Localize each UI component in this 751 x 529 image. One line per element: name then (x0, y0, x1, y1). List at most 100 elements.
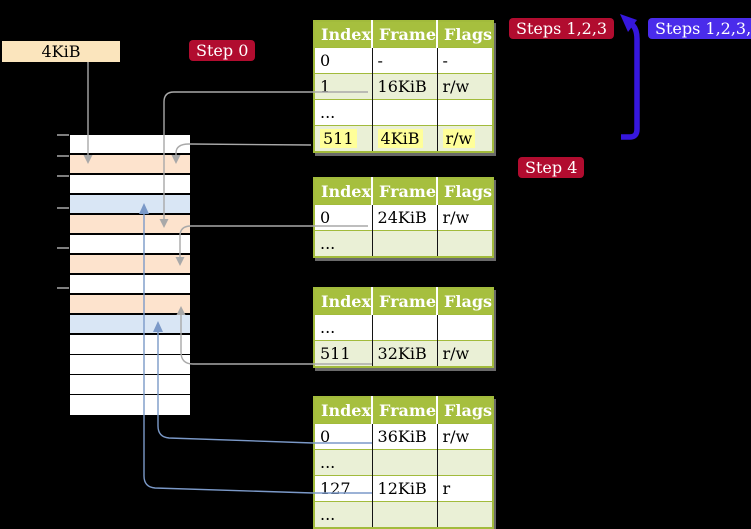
column-header-frame: Frame (372, 288, 439, 315)
tick-mark (57, 134, 69, 136)
table-cell: 1 (314, 73, 373, 100)
column-header-flags: Flags (437, 178, 494, 205)
table-row: ... (314, 501, 494, 528)
memory-frame-row (70, 335, 190, 355)
table-cell (437, 230, 494, 257)
table-cell: 24KiB (372, 204, 438, 231)
table-row: 511 4KiB r/w (314, 125, 494, 152)
table-cell: 511 (314, 340, 373, 367)
column-header-index: Index (314, 178, 374, 205)
tick-mark (57, 247, 69, 249)
memory-frame-row (70, 295, 190, 315)
table-cell (372, 449, 438, 476)
memory-frame-row (70, 175, 190, 195)
table-cell: 4KiB (372, 125, 438, 152)
steps-1-2-3-4-label: Steps 1,2,3,4 (648, 18, 751, 39)
loop-back-arrow (620, 14, 640, 140)
table-cell (372, 99, 438, 126)
steps-1-2-3-label: Steps 1,2,3 (509, 18, 615, 39)
memory-frame-row (70, 275, 190, 295)
table-cell (372, 230, 438, 257)
column-header-index: Index (314, 21, 374, 48)
table-cell: 0 (314, 204, 373, 231)
column-header-index: Index (314, 288, 374, 315)
table-cell (372, 314, 438, 341)
table-cell (437, 314, 494, 341)
table-cell: r (437, 475, 494, 502)
memory-frame-row (70, 315, 190, 335)
table-cell: - (372, 47, 438, 74)
table-cell: 32KiB (372, 340, 438, 367)
table-cell: ... (314, 449, 373, 476)
memory-frame-row (70, 355, 190, 375)
table-cell (437, 501, 494, 528)
table-cell: ... (314, 501, 373, 528)
memory-frame-row (70, 395, 190, 415)
table-cell (437, 99, 494, 126)
loop-back-arrowhead (620, 14, 637, 32)
table-row: ... (314, 314, 494, 341)
table-cell: 0 (314, 47, 373, 74)
step-4-label: Step 4 (518, 157, 585, 178)
tick-mark (57, 207, 69, 209)
column-header-flags: Flags (437, 288, 494, 315)
table-cell: r/w (437, 125, 494, 152)
memory-frame-row (70, 135, 190, 155)
table-cell: r/w (437, 73, 494, 100)
table-row: ... (314, 230, 494, 257)
table-cell: 36KiB (372, 423, 438, 450)
physical-memory-strip (70, 135, 190, 415)
tick-mark (57, 175, 69, 177)
table-cell: ... (314, 99, 373, 126)
table-cell (437, 449, 494, 476)
table-cell: r/w (437, 340, 494, 367)
column-header-frame: Frame (372, 397, 439, 424)
column-header-flags: Flags (437, 21, 494, 48)
memory-frame-row (70, 155, 190, 175)
table-row: 0-- (314, 47, 494, 74)
memory-frame-row (70, 195, 190, 215)
column-header-flags: Flags (437, 397, 494, 424)
highlighted-value: 4KiB (377, 128, 423, 148)
memory-frame-row (70, 255, 190, 275)
tick-mark (57, 155, 69, 157)
table-cell: 12KiB (372, 475, 438, 502)
table-cell (372, 501, 438, 528)
column-header-frame: Frame (372, 21, 439, 48)
table-cell: ... (314, 230, 373, 257)
table-cell: r/w (437, 423, 494, 450)
memory-frame-row (70, 375, 190, 395)
table-cell: ... (314, 314, 373, 341)
table-row: ... (314, 449, 494, 476)
table-cell: - (437, 47, 494, 74)
step-0-label: Step 0 (189, 40, 256, 61)
highlighted-value: 511 (320, 128, 357, 148)
table-cell: 16KiB (372, 73, 438, 100)
table-cell: 511 (314, 125, 373, 152)
page-size-label: 4KiB (2, 41, 120, 62)
column-header-index: Index (314, 397, 374, 424)
memory-frame-row (70, 215, 190, 235)
column-header-frame: Frame (372, 178, 439, 205)
table-cell: 127 (314, 475, 373, 502)
table-cell: 0 (314, 423, 373, 450)
highlighted-value: r/w (442, 128, 476, 148)
memory-frame-row (70, 235, 190, 255)
table-cell: r/w (437, 204, 494, 231)
tick-mark (57, 287, 69, 289)
arrow-t1row511-to-frame1 (175, 143, 312, 155)
table-row: ... (314, 99, 494, 126)
